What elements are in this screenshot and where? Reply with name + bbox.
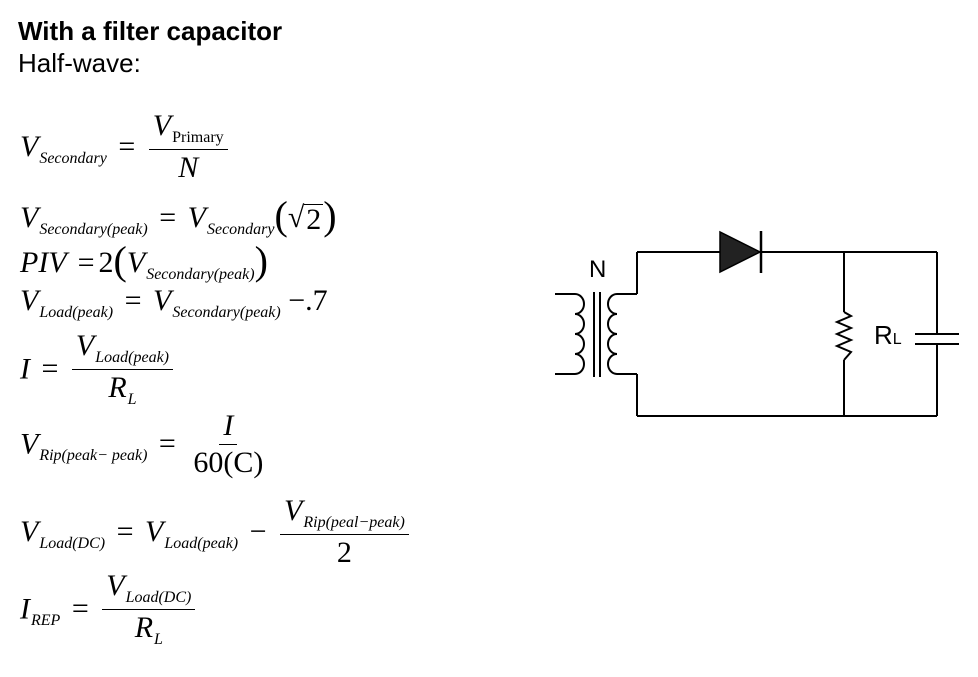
eq5-num-v: V [75, 329, 95, 362]
eq7-equals: = [116, 514, 134, 548]
eq3-equals: = [77, 246, 95, 279]
eq3-lhs: PIV [20, 246, 67, 279]
filter-capacitor [915, 333, 959, 345]
eq1-num-v: V [152, 109, 172, 142]
equation-irep: IREP = VLoad(DC) RL [20, 569, 197, 651]
eq7-lhs-sub: Load(DC) [39, 534, 106, 552]
eq7-minus: − [249, 514, 267, 548]
eq6-lhs-sub: Rip(peak− peak) [39, 447, 148, 465]
half-wave-rectifier-schematic [555, 230, 959, 417]
eq5-fraction: VLoad(peak) RL [71, 329, 174, 409]
diode [719, 230, 763, 274]
eq2-rparen: ) [323, 193, 337, 238]
eq2-equals: = [159, 201, 177, 234]
eq8-num-v: V [106, 569, 125, 602]
load-resistor-label: RL [874, 320, 902, 351]
equation-load-dc: VLoad(DC) = VLoad(peak) − VRip(peal−peak… [20, 495, 411, 571]
eq8-lhs-v: I [20, 592, 30, 626]
eq4-lhs-sub: Load(peak) [39, 304, 114, 321]
eq4-rhs-v: V [153, 284, 172, 317]
eq1-lhs-v: V [20, 129, 39, 163]
eq1-lhs-sub: Secondary [39, 149, 107, 167]
equation-secondary-voltage: VSecondary = VPrimary N [20, 109, 230, 186]
eq2-lparen: ( [274, 193, 288, 238]
load-resistor-label-main: R [874, 320, 893, 350]
eq7-den: 2 [336, 536, 352, 569]
eq8-equals: = [71, 592, 89, 626]
eq2-rhs-v: V [187, 201, 206, 234]
eq2-rhs-sub: Secondary [206, 221, 275, 238]
equation-ripple: VRip(peak− peak) = I 60(C) [20, 410, 269, 481]
eq1-equals: = [118, 129, 136, 163]
eq3-coef: 2 [98, 246, 114, 279]
eq7-rhs-sub: Load(peak) [164, 534, 239, 552]
transformer-core [593, 292, 601, 377]
eq8-den-sub: L [154, 631, 163, 648]
equation-piv: PIV =2(VSecondary(peak)) [20, 235, 268, 283]
eq2-lhs-sub: Secondary(peak) [39, 221, 148, 238]
eq2-lhs-v: V [20, 201, 39, 234]
eq6-num: I [219, 410, 238, 445]
eq1-num-sub: Primary [172, 129, 224, 146]
eq8-num-sub: Load(DC) [125, 589, 192, 606]
eq4-equals: = [124, 284, 142, 317]
transformer-secondary-coil [607, 293, 637, 375]
transformer-primary-coil [555, 293, 585, 375]
eq6-fraction: I 60(C) [189, 410, 267, 479]
eq5-equals: = [41, 352, 59, 386]
eq7-fraction: VRip(peal−peak) 2 [280, 495, 409, 569]
eq6-den: 60(C) [193, 446, 264, 479]
eq5-num-sub: Load(peak) [95, 349, 170, 366]
eq4-lhs-v: V [20, 284, 39, 317]
eq5-lhs: I [20, 352, 30, 386]
eq8-fraction: VLoad(DC) RL [102, 569, 196, 649]
eq6-lhs-v: V [20, 427, 39, 461]
eq3-rparen: ) [254, 238, 268, 283]
equation-secondary-peak: VSecondary(peak) = VSecondary(√2) [20, 190, 337, 238]
eq8-den-v: R [134, 611, 154, 644]
eq7-num-v: V [284, 494, 303, 527]
eq6-equals: = [158, 427, 176, 461]
eq1-den: N [178, 151, 199, 184]
eq4-const: −.7 [288, 284, 328, 317]
eq8-lhs-sub: REP [31, 612, 61, 630]
load-resistor-label-sub: L [892, 331, 902, 348]
eq3-v-sub: Secondary(peak) [146, 266, 255, 283]
load-resistor [834, 311, 854, 361]
eq2-sqrt-arg: 2 [304, 203, 324, 236]
circuit-wires [636, 251, 938, 417]
eq3-lparen: ( [113, 238, 127, 283]
eq4-rhs-sub: Secondary(peak) [172, 304, 281, 321]
heading: With a filter capacitor [18, 16, 283, 46]
eq3-v: V [126, 246, 146, 279]
eq7-rhs-v: V [145, 514, 164, 548]
equation-load-peak: VLoad(peak) = VSecondary(peak) −.7 [20, 284, 328, 321]
subheading: Half-wave: [18, 48, 141, 78]
eq2-sqrt: √2 [287, 201, 324, 236]
eq1-fraction: VPrimary N [148, 109, 228, 184]
eq5-den-v: R [108, 371, 127, 404]
eq7-num-sub: Rip(peal−peak) [303, 514, 405, 531]
transformer-ratio-label: N [589, 256, 607, 283]
equation-current: I = VLoad(peak) RL [20, 329, 175, 411]
eq7-lhs-v: V [20, 514, 39, 548]
eq5-den-sub: L [127, 391, 137, 408]
